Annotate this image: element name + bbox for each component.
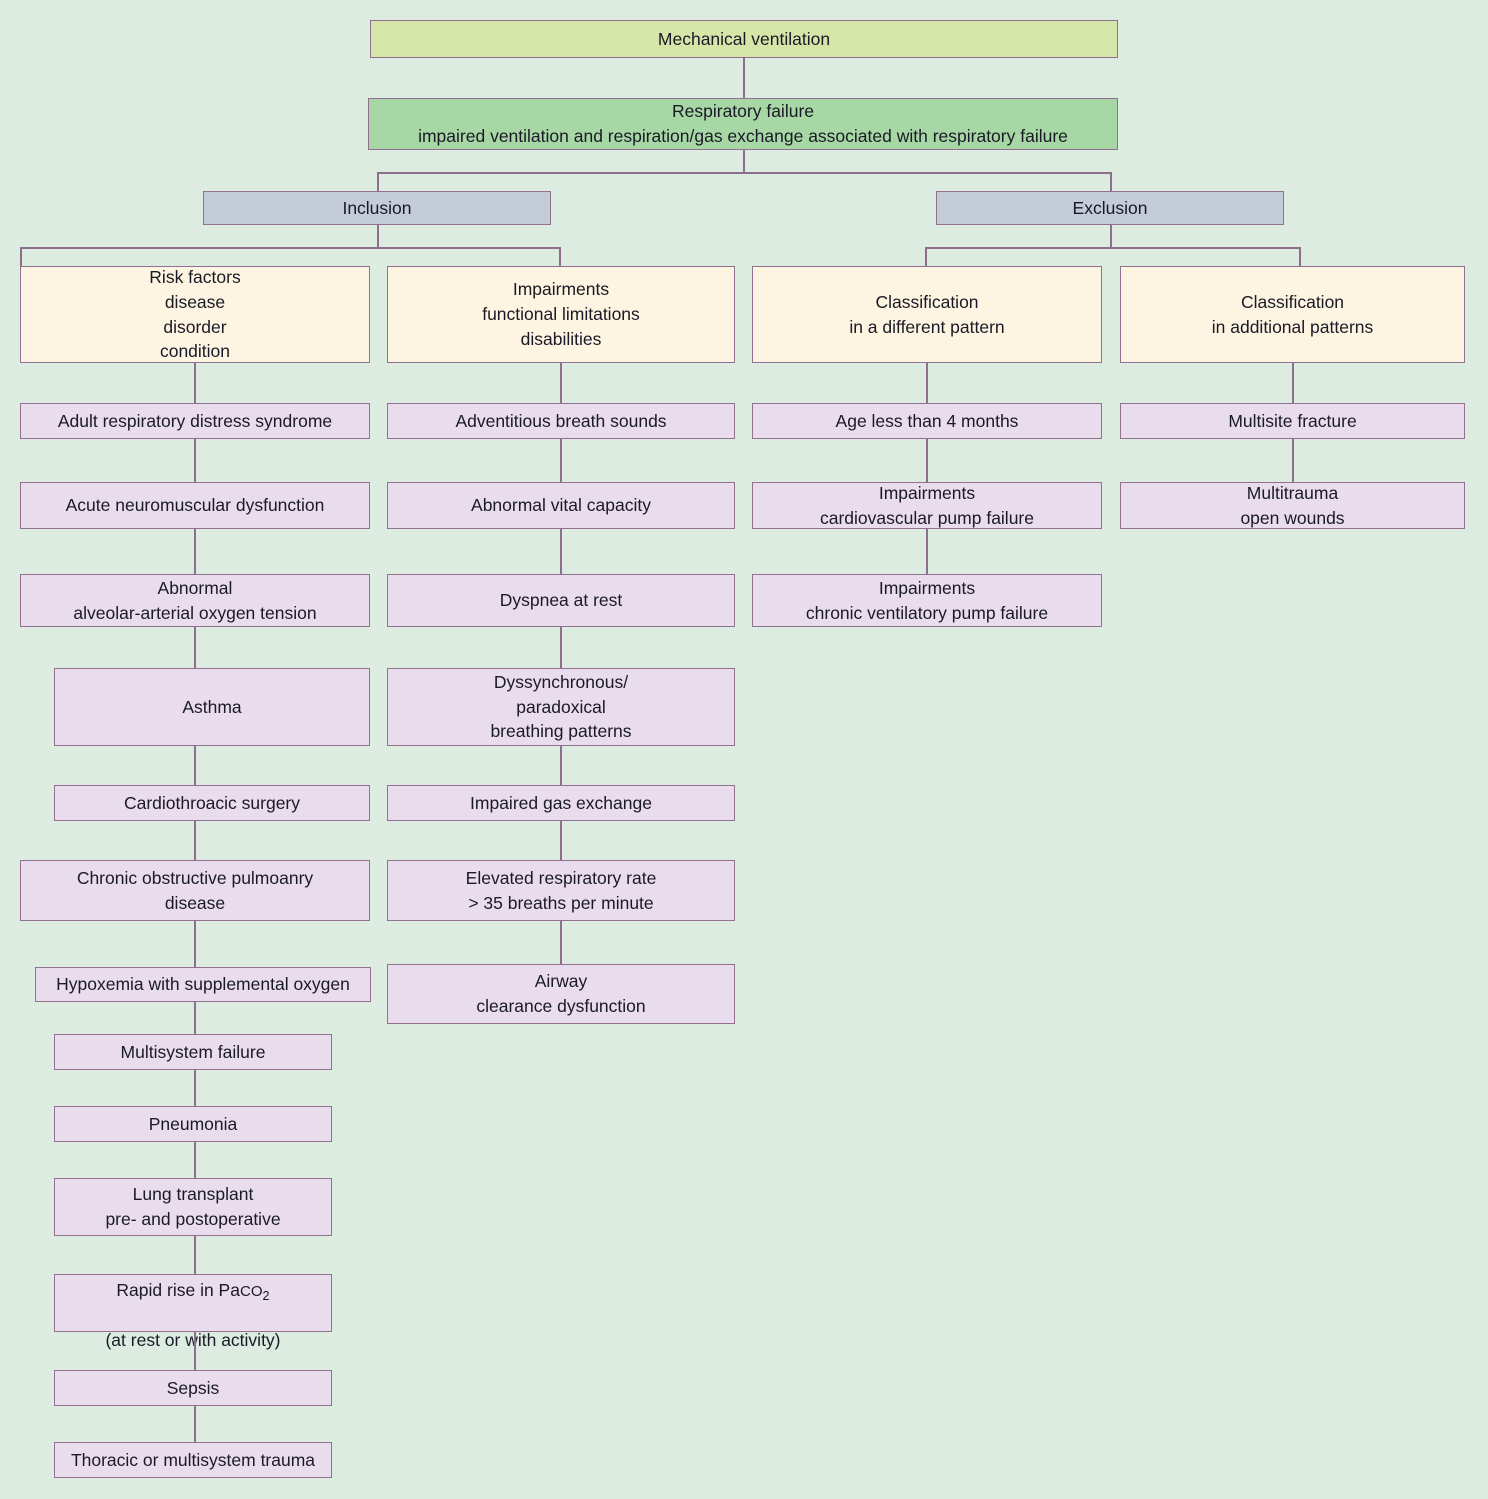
connector-col2-i0-i1 bbox=[560, 439, 562, 482]
item-multitrauma-open-wounds: Multitrauma open wounds bbox=[1120, 482, 1465, 529]
connector-exclusion-stem bbox=[1110, 225, 1112, 247]
item-sepsis: Sepsis bbox=[54, 1370, 332, 1406]
connector-col4-g-i0 bbox=[1292, 363, 1294, 403]
connector-col1-i3-i4 bbox=[194, 746, 196, 785]
item-adventitious-breath-sounds: Adventitious breath sounds bbox=[387, 403, 735, 439]
item-hypoxemia-with-supplemental-oxygen: Hypoxemia with supplemental oxygen bbox=[35, 967, 371, 1002]
connector-col1-i2-i3 bbox=[194, 627, 196, 668]
item-abnormal-vital-capacity: Abnormal vital capacity bbox=[387, 482, 735, 529]
node-inclusion: Inclusion bbox=[203, 191, 551, 225]
connector-inclusion-stem bbox=[377, 225, 379, 247]
connector-exclusion-to-col3 bbox=[925, 247, 927, 267]
paco2-text: Rapid rise in PaCO2 (at rest or with act… bbox=[105, 1253, 280, 1352]
connector-col1-i10-i11 bbox=[194, 1332, 196, 1370]
connector-col1-i8-i9 bbox=[194, 1142, 196, 1178]
connector-col3-g-i0 bbox=[926, 363, 928, 403]
item-asthma: Asthma bbox=[54, 668, 370, 746]
connector-col2-i1-i2 bbox=[560, 529, 562, 574]
item-multisystem-failure: Multisystem failure bbox=[54, 1034, 332, 1070]
connector-exclusion-bus bbox=[925, 247, 1300, 249]
item-acute-neuromuscular-dysfunction: Acute neuromuscular dysfunction bbox=[20, 482, 370, 529]
item-elevated-respiratory-rate: Elevated respiratory rate > 35 breaths p… bbox=[387, 860, 735, 921]
connector-col1-i1-i2 bbox=[194, 529, 196, 574]
group-classification-in-a-different-pattern: Classification in a different pattern bbox=[752, 266, 1102, 363]
connector-bus-to-exclusion bbox=[1110, 172, 1112, 192]
group-risk-factors: Risk factors disease disorder condition bbox=[20, 266, 370, 363]
connector-respiratory-failure-bus bbox=[377, 172, 1111, 174]
item-abnormal-alveolar-arterial-oxygen-tension: Abnormal alveolar-arterial oxygen tensio… bbox=[20, 574, 370, 627]
item-chronic-obstructive-pulmoanry-disease: Chronic obstructive pulmoanry disease bbox=[20, 860, 370, 921]
paco2-line1-co: CO bbox=[239, 1283, 263, 1301]
item-thoracic-or-multisystem-trauma: Thoracic or multisystem trauma bbox=[54, 1442, 332, 1478]
paco2-line2: (at rest or with activity) bbox=[105, 1329, 281, 1350]
connector-col1-i11-i12 bbox=[194, 1406, 196, 1442]
connector-col1-i9-i10 bbox=[194, 1236, 196, 1274]
item-impaired-gas-exchange: Impaired gas exchange bbox=[387, 785, 735, 821]
item-dyspnea-at-rest: Dyspnea at rest bbox=[387, 574, 735, 627]
connector-col1-i6-i7 bbox=[194, 1002, 196, 1034]
paco2-line1-prefix: Rapid rise in Pa bbox=[116, 1280, 240, 1301]
item-impairments-cardiovascular-pump-failure: Impairments cardiovascular pump failure bbox=[752, 482, 1102, 529]
connector-col3-i1-i2 bbox=[926, 529, 928, 574]
node-mechanical-ventilation: Mechanical ventilation bbox=[370, 20, 1118, 58]
node-respiratory-failure: Respiratory failure impaired ventilation… bbox=[368, 98, 1118, 150]
paco2-line1-subscript: 2 bbox=[262, 1288, 270, 1303]
item-airway-clearance-dysfunction: Airway clearance dysfunction bbox=[387, 964, 735, 1024]
connector-col2-i2-i3 bbox=[560, 627, 562, 668]
connector-col2-i4-i5 bbox=[560, 821, 562, 860]
item-lung-transplant-pre-and-postoperative: Lung transplant pre- and postoperative bbox=[54, 1178, 332, 1236]
connector-col2-i5-i6 bbox=[560, 921, 562, 964]
item-impairments-chronic-ventilatory-pump-failure: Impairments chronic ventilatory pump fai… bbox=[752, 574, 1102, 627]
connector-respiratory-failure-stem bbox=[743, 150, 745, 172]
connector-col1-g-i0 bbox=[194, 363, 196, 403]
item-adult-respiratory-distress-syndrome: Adult respiratory distress syndrome bbox=[20, 403, 370, 439]
connector-col2-i3-i4 bbox=[560, 746, 562, 785]
connector-col4-i0-i1 bbox=[1292, 439, 1294, 482]
connector-col1-i7-i8 bbox=[194, 1070, 196, 1106]
connector-inclusion-bus bbox=[20, 247, 560, 249]
connector-exclusion-to-col4 bbox=[1299, 247, 1301, 267]
group-impairments-functional-limitations: Impairments functional limitations disab… bbox=[387, 266, 735, 363]
connector-col3-i0-i1 bbox=[926, 439, 928, 482]
item-cardiothroacic-surgery: Cardiothroacic surgery bbox=[54, 785, 370, 821]
connector-col2-g-i0 bbox=[560, 363, 562, 403]
connector-inclusion-to-col2 bbox=[559, 247, 561, 267]
connector-bus-to-inclusion bbox=[377, 172, 379, 192]
item-multisite-fracture: Multisite fracture bbox=[1120, 403, 1465, 439]
connector-inclusion-to-col1 bbox=[20, 247, 22, 267]
group-classification-in-additional-patterns: Classification in additional patterns bbox=[1120, 266, 1465, 363]
node-exclusion: Exclusion bbox=[936, 191, 1284, 225]
connector-col1-i5-i6 bbox=[194, 921, 196, 967]
connector-root-to-respiratory-failure bbox=[743, 58, 745, 98]
item-dyssynchronous-paradoxical-breathing-patterns: Dyssynchronous/ paradoxical breathing pa… bbox=[387, 668, 735, 746]
connector-col1-i4-i5 bbox=[194, 821, 196, 860]
item-pneumonia: Pneumonia bbox=[54, 1106, 332, 1142]
item-age-less-than-4-months: Age less than 4 months bbox=[752, 403, 1102, 439]
connector-col1-i0-i1 bbox=[194, 439, 196, 482]
item-rapid-rise-in-paco2: Rapid rise in PaCO2 (at rest or with act… bbox=[54, 1274, 332, 1350]
